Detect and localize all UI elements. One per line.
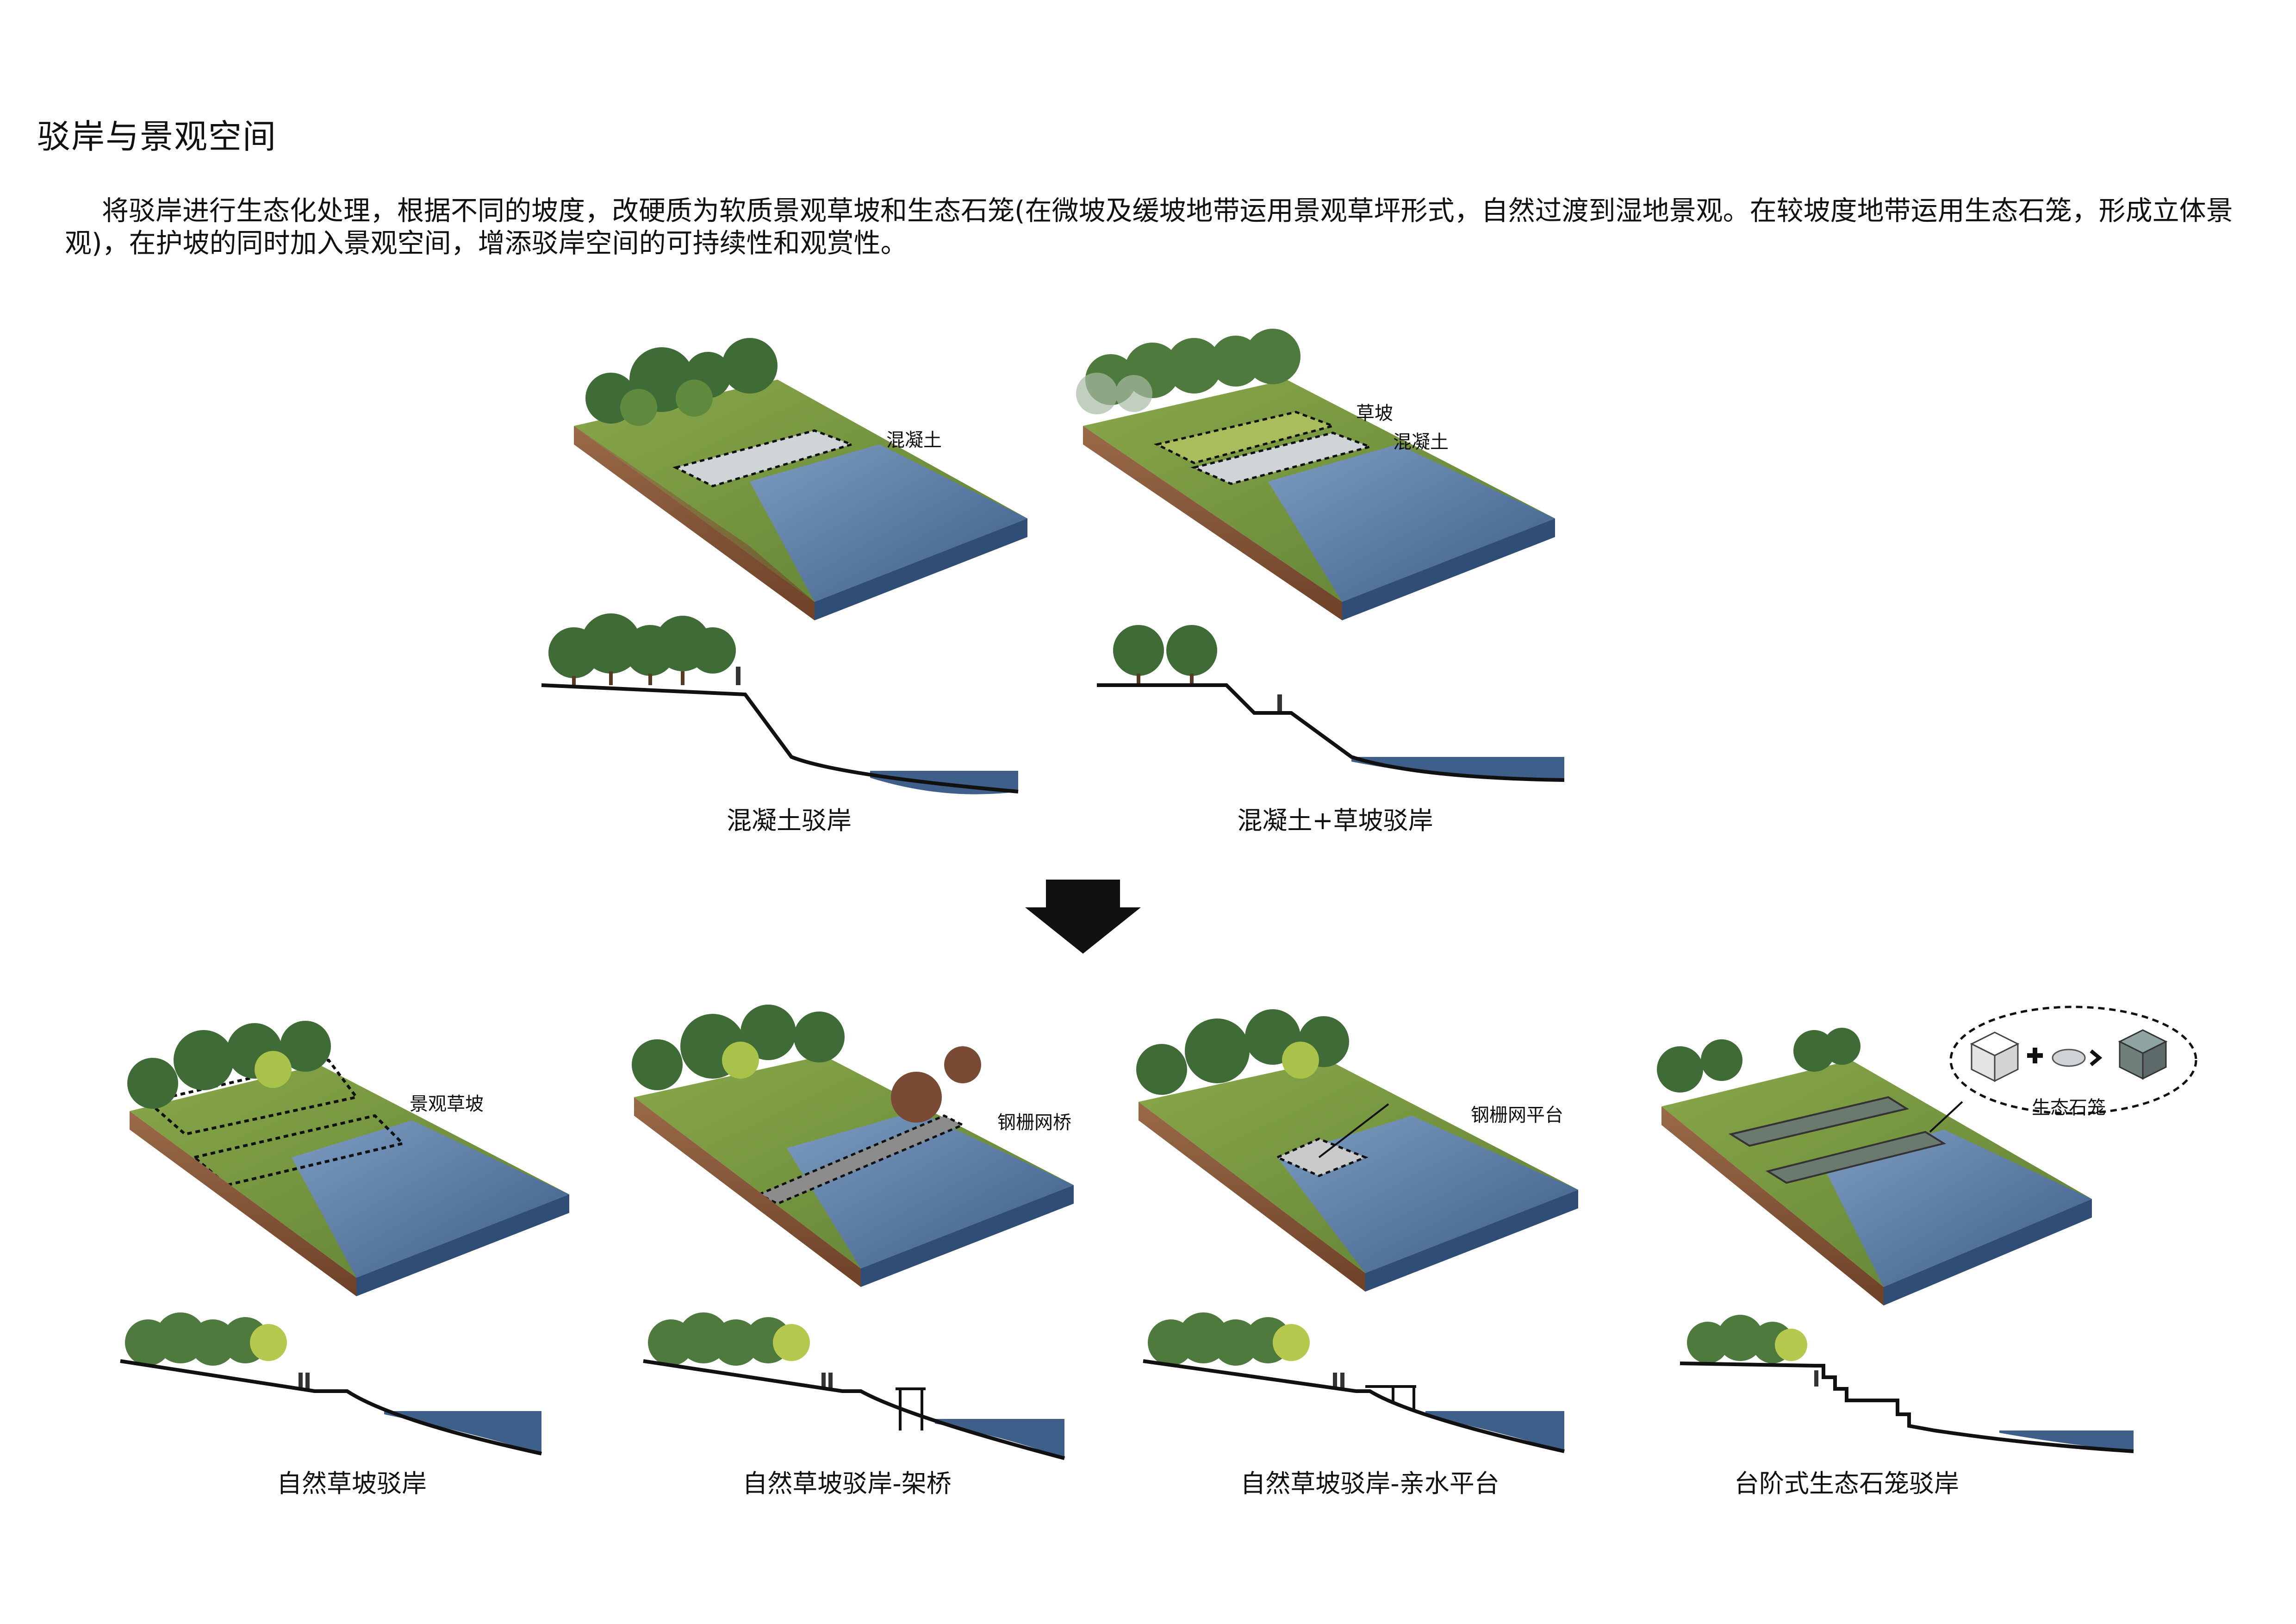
section-concrete-grass xyxy=(1097,625,1565,782)
plus-icon xyxy=(2027,1048,2043,1063)
gabion-cube-icon xyxy=(2118,1029,2168,1080)
label-grass-slope: 草坡 xyxy=(1356,403,1393,424)
caption-platform: 自然草坡驳岸-亲水平台 xyxy=(1240,1469,1500,1498)
wire-cage-icon xyxy=(1970,1031,2020,1082)
label-gabion: 生态石笼 xyxy=(2032,1097,2106,1118)
down-arrow-icon xyxy=(1025,880,1141,954)
label-landscape-slope: 景观草坡 xyxy=(410,1093,484,1115)
caption-concrete: 混凝土驳岸 xyxy=(727,806,852,835)
stone-icon xyxy=(2052,1049,2086,1067)
block-diagram-natural-slope xyxy=(127,1021,569,1296)
label-steel-grate-bridge: 钢栅网桥 xyxy=(997,1112,1071,1133)
intro-paragraph: 将驳岸进行生态化处理，根据不同的坡度，改硬质为软质景观草坡和生态石笼(在微坡及缓… xyxy=(65,195,2233,259)
caption-gabion: 台阶式生态石笼驳岸 xyxy=(1734,1469,1959,1498)
block-diagram-concrete-grass xyxy=(1076,329,1555,620)
block-diagram-gabion xyxy=(1657,1028,2092,1305)
section-platform xyxy=(1143,1312,1565,1453)
section-bridge xyxy=(643,1312,1065,1460)
gabion-callout xyxy=(1949,1006,2197,1115)
label-steel-grate-platform: 钢栅网平台 xyxy=(1471,1105,1563,1126)
caption-natural-slope: 自然草坡驳岸 xyxy=(277,1469,427,1498)
chevron-right-icon xyxy=(2090,1049,2103,1067)
block-diagram-platform xyxy=(1136,1009,1578,1292)
block-diagram-concrete xyxy=(574,338,1027,620)
caption-concrete-grass: 混凝土+草坡驳岸 xyxy=(1237,806,1433,835)
section-natural-slope xyxy=(120,1312,542,1455)
section-gabion xyxy=(1680,1315,2134,1453)
label-concrete: 混凝土 xyxy=(886,430,942,451)
caption-bridge: 自然草坡驳岸-架桥 xyxy=(742,1469,952,1498)
section-concrete xyxy=(541,613,1019,794)
label-concrete-2: 混凝土 xyxy=(1393,431,1449,453)
block-diagram-bridge xyxy=(632,1005,1074,1287)
page-title: 驳岸与景观空间 xyxy=(37,117,277,156)
